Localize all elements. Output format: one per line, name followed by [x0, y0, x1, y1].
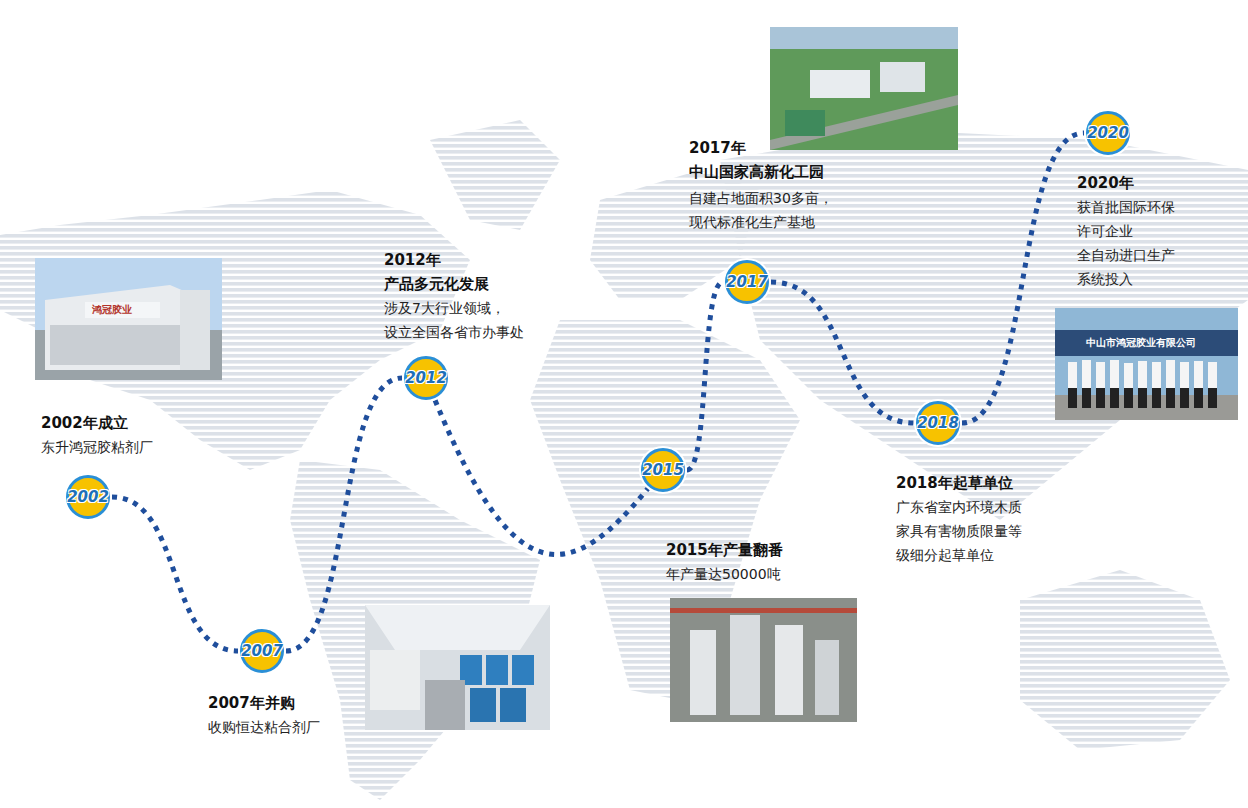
milestone-heading: 2007年并购	[208, 691, 295, 715]
dotted-connector	[435, 400, 648, 554]
year-circle: 20202020年获首批国际环保 许可企业 全自动进口生产 系统投入	[1086, 111, 1130, 155]
milestone-heading: 2012年 产品多元化发展	[384, 248, 489, 296]
year-circle: 20152015年产量翻番年产量达50000吨	[641, 448, 685, 492]
milestone-text: 获首批国际环保 许可企业 全自动进口生产 系统投入	[1077, 195, 1175, 291]
year-number: 2018	[917, 416, 959, 431]
year-number: 2007	[241, 644, 283, 659]
year-circle: 20172017年 中山国家高新化工园自建占地面积30多亩， 现代标准化生产基地	[725, 260, 769, 304]
year-number: 2017	[726, 275, 768, 290]
milestone-heading: 2002年成立	[41, 411, 128, 435]
aerial-photo	[770, 27, 958, 150]
milestone-text: 自建占地面积30多亩， 现代标准化生产基地	[689, 186, 833, 234]
milestone-heading: 2017年 中山国家高新化工园	[689, 136, 824, 184]
equipment-photo	[670, 598, 857, 722]
milestone-heading: 2018年起草单位	[896, 471, 1013, 495]
team-photo	[1055, 308, 1238, 420]
milestone-text: 东升鸿冠胶粘剂厂	[41, 435, 153, 459]
year-circle: 20122012年 产品多元化发展涉及7大行业领域， 设立全国各省市办事处	[404, 356, 448, 400]
year-number: 2012	[405, 371, 447, 386]
milestone-text: 广东省室内环境木质 家具有害物质限量等 级细分起草单位	[896, 495, 1022, 567]
photo-sign-text: 鸿冠胶业	[92, 303, 132, 317]
dotted-connector	[112, 497, 238, 651]
year-number: 2020	[1087, 126, 1129, 141]
milestone-text: 涉及7大行业领域， 设立全国各省市办事处	[384, 296, 524, 344]
warehouse-photo	[365, 605, 550, 730]
dotted-connector	[771, 282, 914, 423]
milestone-heading: 2020年	[1077, 171, 1134, 195]
year-circle: 20072007年并购收购恒达粘合剂厂	[240, 629, 284, 673]
dotted-connector	[286, 378, 402, 651]
year-number: 2015	[642, 463, 684, 478]
dotted-connector	[962, 133, 1084, 423]
year-number: 2002	[67, 490, 109, 505]
year-circle: 20022002年成立东升鸿冠胶粘剂厂	[66, 475, 110, 519]
milestone-heading: 2015年产量翻番	[666, 538, 783, 562]
dotted-connector	[687, 282, 723, 470]
photo-sign-text: 中山市鸿冠胶业有限公司	[1086, 336, 1196, 350]
factory-photo	[35, 258, 222, 380]
milestone-text: 收购恒达粘合剂厂	[208, 715, 320, 739]
year-circle: 20182018年起草单位广东省室内环境木质 家具有害物质限量等 级细分起草单位	[916, 401, 960, 445]
milestone-text: 年产量达50000吨	[666, 562, 781, 586]
